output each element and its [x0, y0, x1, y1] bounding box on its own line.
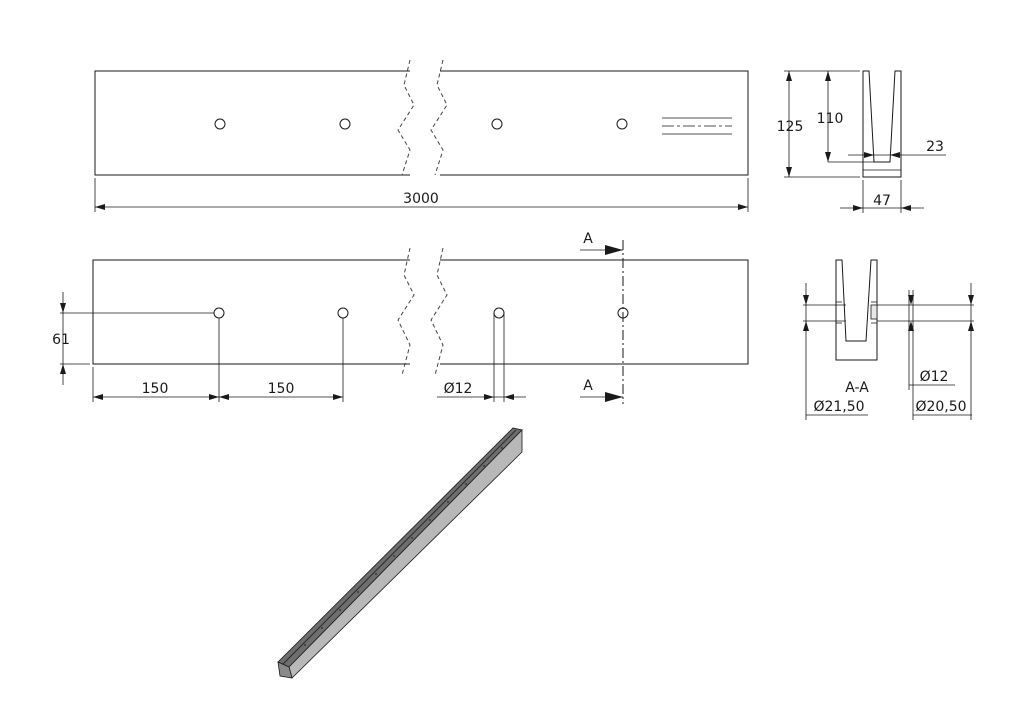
section-marker-bottom: A	[583, 378, 593, 394]
break-line-3	[397, 247, 415, 376]
break-line-1	[397, 59, 415, 176]
dim-spacing-1: 150	[142, 381, 169, 397]
section-label: A-A	[845, 380, 869, 396]
dim-overall-length: 3000	[403, 191, 439, 207]
front-view: 61 150 150 Ø12 A A	[52, 231, 749, 404]
break-line-2	[430, 59, 448, 176]
top-hole-1	[214, 118, 226, 130]
top-hole-4	[616, 118, 628, 130]
iso-holes	[304, 447, 503, 646]
front-view-outline-right	[440, 259, 749, 365]
section-marker-top: A	[583, 231, 593, 247]
iso-face-light	[288, 429, 523, 679]
dim-counterbore-left: Ø21,50	[813, 399, 864, 415]
dim-height-outer: 125	[777, 119, 804, 135]
top-hole-3	[491, 118, 503, 130]
dim-slot-width: 23	[926, 139, 944, 155]
top-view-outline-right	[440, 70, 749, 176]
dim-height-inner: 110	[817, 111, 844, 127]
iso-end-cap	[277, 661, 293, 679]
u-profile-outline	[862, 70, 902, 178]
hidden-slot-lines	[662, 117, 732, 135]
dim-counterbore-right: Ø20,50	[915, 399, 966, 415]
top-view-outline-left	[94, 70, 410, 176]
section-profile-outline	[835, 259, 878, 361]
top-view: 3000	[94, 59, 749, 212]
section-view: A-A Ø12 Ø21,50 Ø20,50	[803, 259, 974, 420]
break-line-4	[430, 247, 448, 376]
front-hole-2	[337, 307, 349, 319]
dim-spacing-2: 150	[268, 381, 295, 397]
front-hole-3	[493, 307, 505, 319]
dim-hole-diameter: Ø12	[444, 381, 473, 397]
end-profile-view: 125 110 23 47	[777, 70, 946, 213]
dim-hole-height: 61	[52, 332, 70, 348]
isometric-view	[277, 427, 523, 679]
section-hole-edges	[836, 301, 877, 324]
iso-side-dark	[277, 427, 523, 668]
front-view-outline-left	[92, 259, 410, 365]
dim-section-hole: Ø12	[920, 369, 949, 385]
front-hole-1	[213, 307, 225, 319]
dim-profile-width: 47	[873, 193, 891, 209]
top-hole-2	[339, 118, 351, 130]
